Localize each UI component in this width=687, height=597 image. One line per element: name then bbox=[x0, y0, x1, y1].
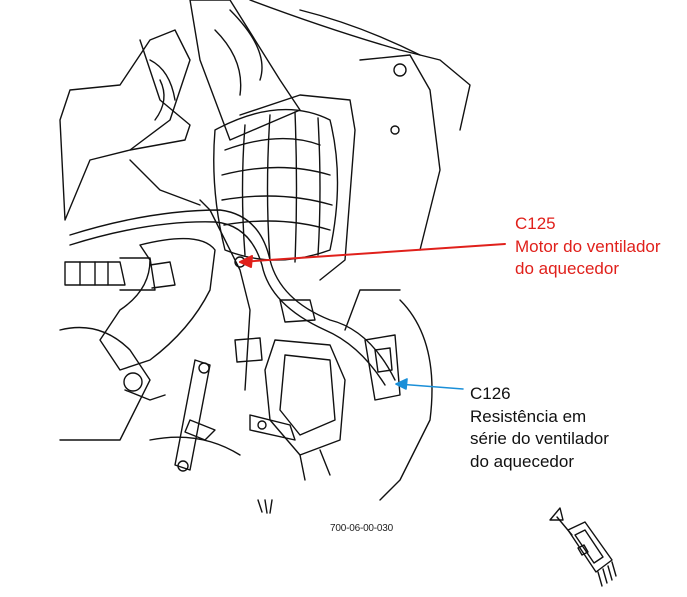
c126-description-line: Resistência em bbox=[470, 406, 587, 426]
c126-code: C126 bbox=[470, 384, 511, 403]
c125-description-line: do aquecedor bbox=[515, 259, 619, 278]
c126-description-line: do aquecedor bbox=[470, 451, 574, 471]
c125-code: C125 bbox=[515, 214, 556, 233]
c125-description-line: Motor do ventilador bbox=[515, 236, 661, 256]
figure-code: 700-06-00-030 bbox=[330, 523, 394, 534]
c126-callout: C126 Resistência em série do ventilador … bbox=[470, 383, 609, 473]
connector-end-view-icon bbox=[549, 507, 617, 587]
c125-leader-arrow bbox=[239, 243, 506, 268]
c125-callout: C125 Motor do ventilador do aquecedor bbox=[515, 213, 661, 281]
c126-description-line: série do ventilador bbox=[470, 429, 609, 448]
c126-leader-arrow bbox=[395, 378, 464, 390]
